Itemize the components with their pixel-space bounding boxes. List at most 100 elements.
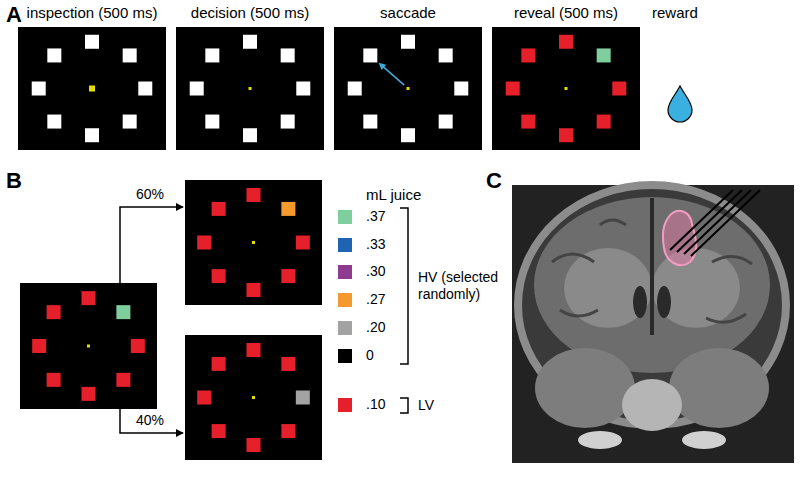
reward-label: reward xyxy=(652,4,698,22)
screen-background xyxy=(20,283,157,409)
target-square xyxy=(401,35,415,49)
electrode xyxy=(677,190,742,252)
task-screen: saccade xyxy=(334,27,482,150)
legend-swatch xyxy=(338,321,352,335)
screen-background xyxy=(18,27,166,150)
target-square xyxy=(212,424,226,438)
legend-value: .27 xyxy=(366,291,385,308)
screen-heading: inspection (500 ms) xyxy=(8,4,176,22)
target-square xyxy=(401,128,415,142)
probability-label: 40% xyxy=(124,412,176,429)
ventricle xyxy=(633,286,647,318)
target-square xyxy=(85,35,99,49)
hv-bracket xyxy=(400,208,408,364)
target-square xyxy=(296,82,310,96)
legend-value: .37 xyxy=(366,208,385,225)
screen-display xyxy=(492,27,640,150)
fixation-point xyxy=(565,87,568,90)
target-square xyxy=(296,391,310,405)
mri-background xyxy=(512,185,794,463)
electrode xyxy=(684,190,751,254)
target-square xyxy=(454,82,468,96)
target-square xyxy=(47,48,61,62)
screen-display xyxy=(176,27,324,150)
target-square xyxy=(281,269,295,283)
target-square xyxy=(243,35,257,49)
target-square xyxy=(32,339,46,353)
target-square xyxy=(243,128,257,142)
lv-bracket xyxy=(400,398,408,413)
task-screen: decision (500 ms) xyxy=(176,27,324,150)
target-square xyxy=(281,357,295,371)
target-square xyxy=(116,305,130,319)
target-square xyxy=(247,343,261,357)
legend-title: mL juice xyxy=(366,186,421,204)
probability-label: 60% xyxy=(124,186,176,203)
bracket-label: LV xyxy=(418,397,434,414)
target-square xyxy=(32,82,46,96)
panel-letter: A xyxy=(6,2,22,27)
target-square xyxy=(247,283,261,297)
target-square xyxy=(597,48,611,62)
electrode xyxy=(691,190,760,256)
ventricle xyxy=(657,286,671,318)
temporal-lobe xyxy=(535,348,635,428)
fixation-point xyxy=(249,87,252,90)
legend-value: .10 xyxy=(366,396,385,413)
legend-swatch xyxy=(338,210,352,224)
target-square xyxy=(281,202,295,216)
bright-tissue xyxy=(682,431,726,449)
bright-tissue xyxy=(578,431,622,449)
bracket-label: HV (selected randomly) xyxy=(418,269,500,303)
target-square xyxy=(439,115,453,129)
brainstem xyxy=(622,379,682,431)
target-square xyxy=(247,188,261,202)
task-screen: inspection (500 ms) xyxy=(18,27,166,150)
outcome-screen xyxy=(185,180,322,305)
target-square xyxy=(197,391,211,405)
target-square xyxy=(506,82,520,96)
target-square xyxy=(612,82,626,96)
target-square xyxy=(439,48,453,62)
target-square xyxy=(205,48,219,62)
legend-swatch xyxy=(338,265,352,279)
target-square xyxy=(521,48,535,62)
saccade-arrow-head xyxy=(379,63,387,70)
mri-image xyxy=(512,185,794,463)
screen-background xyxy=(176,27,324,150)
target-square xyxy=(281,115,295,129)
target-square xyxy=(363,48,377,62)
screen-background xyxy=(492,27,640,150)
target-square xyxy=(281,48,295,62)
outcome-screens xyxy=(20,180,322,460)
target-square xyxy=(47,115,61,129)
fixation-point xyxy=(87,345,90,348)
target-square xyxy=(190,82,204,96)
screen-heading: saccade xyxy=(324,4,492,22)
fixation-point xyxy=(407,87,410,90)
legend-swatch xyxy=(338,238,352,252)
probability-arrow xyxy=(120,409,183,433)
target-square xyxy=(597,115,611,129)
fixation-point xyxy=(252,241,255,244)
target-square xyxy=(116,373,130,387)
target-square xyxy=(197,236,211,250)
legend-swatch xyxy=(338,349,352,363)
legend-value: .20 xyxy=(366,319,385,336)
outcome-screen xyxy=(20,283,157,409)
legend-value: .33 xyxy=(366,236,385,253)
target-square xyxy=(47,373,61,387)
target-square xyxy=(212,269,226,283)
target-square xyxy=(559,35,573,49)
legend-value: .30 xyxy=(366,263,385,280)
target-square xyxy=(123,115,137,129)
screen-background xyxy=(185,180,322,305)
panel-letter: B xyxy=(6,168,22,193)
target-square xyxy=(82,387,96,401)
target-square xyxy=(85,128,99,142)
panel-letter: C xyxy=(486,168,502,193)
screen-display xyxy=(334,27,482,150)
target-square xyxy=(559,128,573,142)
target-square xyxy=(131,339,145,353)
